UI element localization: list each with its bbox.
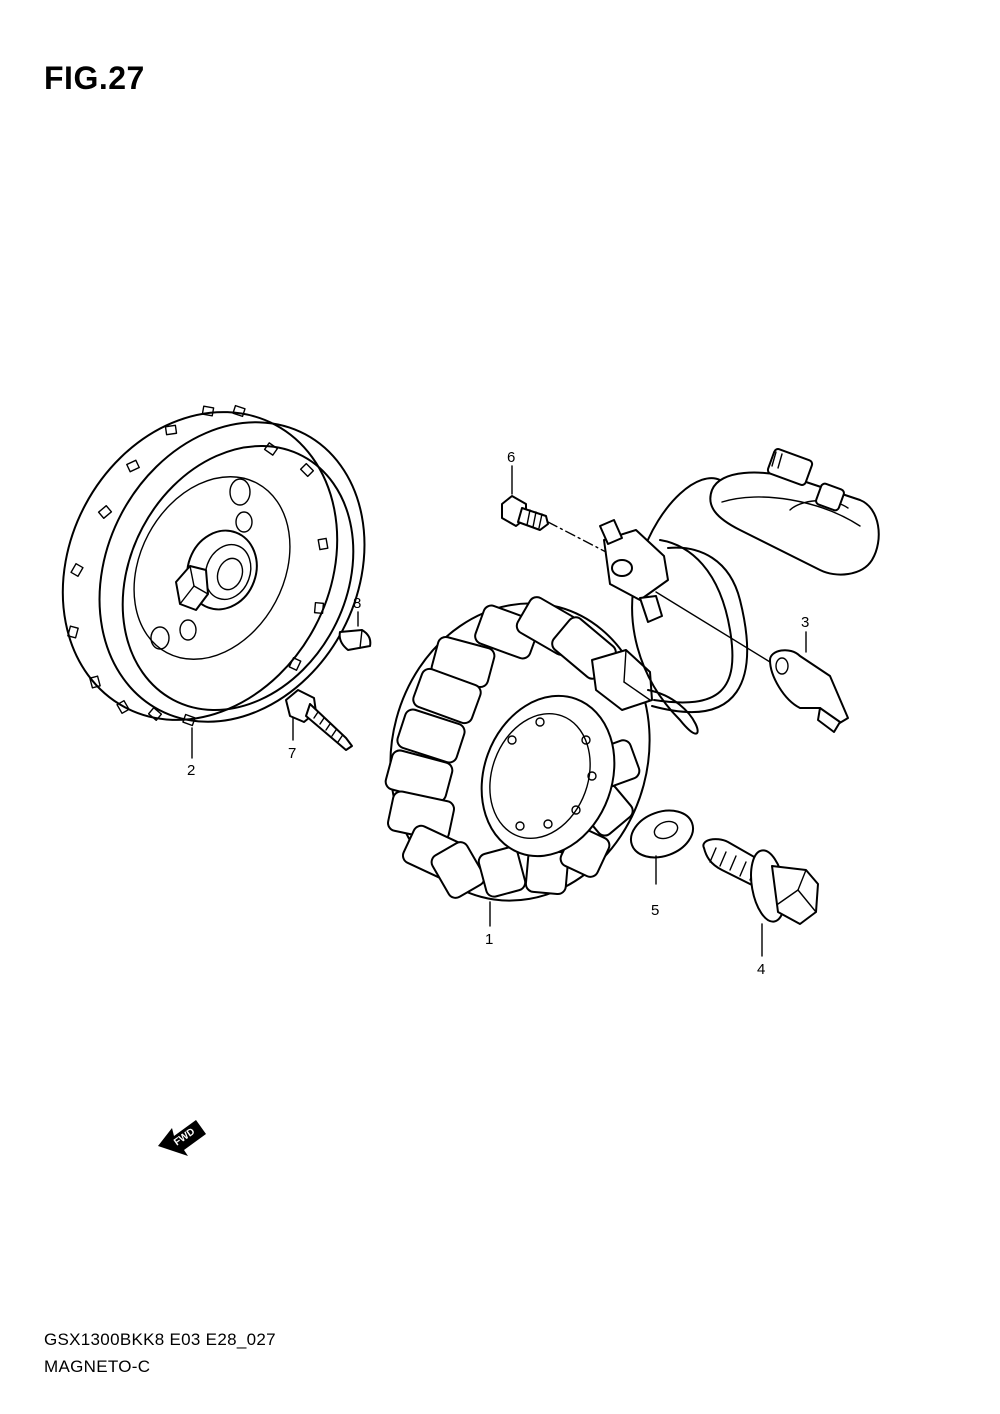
callout-4: 4 [757, 961, 765, 978]
callout-1: 1 [485, 931, 493, 948]
figure-title: FIG.27 [44, 60, 145, 96]
model-code: GSX1300BKK8 E03 E28_027 [44, 1330, 276, 1349]
flange-bolt-part [702, 838, 819, 957]
callout-7: 7 [288, 745, 296, 762]
section-name: MAGNETO-C [44, 1357, 151, 1376]
callout-8: 8 [353, 595, 361, 612]
callout-5: 5 [651, 902, 659, 919]
callout-3: 3 [801, 614, 809, 631]
callout-2: 2 [187, 762, 195, 779]
key-part [338, 611, 372, 651]
long-bolt-part [285, 689, 353, 751]
callout-6: 6 [507, 449, 515, 466]
rotor-part [61, 404, 366, 759]
washer-part [630, 809, 694, 885]
fwd-arrow-icon: FWD [158, 1120, 206, 1156]
callout-labels: 1 2 3 4 5 6 7 8 [187, 449, 809, 978]
wiring-harness [599, 448, 880, 735]
stator-part [384, 596, 653, 927]
small-screw-part [501, 465, 607, 553]
clamp-part [655, 591, 849, 733]
